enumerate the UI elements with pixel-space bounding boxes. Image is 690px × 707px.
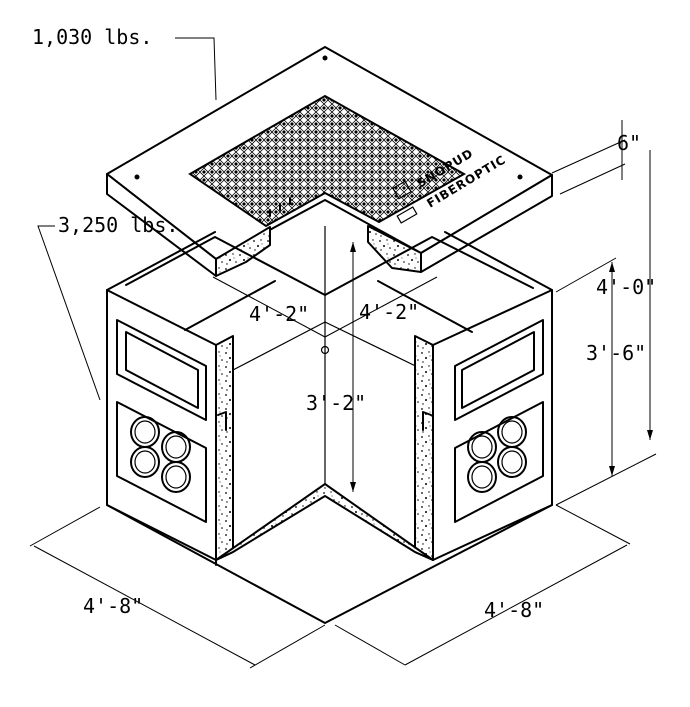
arrow-icon xyxy=(647,430,653,440)
conduit-icon xyxy=(130,446,160,478)
left-wall-hook xyxy=(217,411,227,431)
right-conduits xyxy=(467,416,527,493)
lid-handle-slot xyxy=(396,206,418,224)
outer-center-ext-line-2 xyxy=(334,624,406,666)
body-weight-leader xyxy=(37,225,101,401)
outer-right-ext-line xyxy=(555,504,631,545)
left-upper-window-inner xyxy=(125,331,199,409)
body-top-right-edge xyxy=(444,231,553,291)
body-top-ext-line xyxy=(555,257,617,293)
right-rail xyxy=(377,280,473,333)
arrow-icon xyxy=(609,466,615,476)
left-wall-cut xyxy=(215,335,234,561)
body-right-face xyxy=(432,289,553,561)
body-weight-label: 3,250 lbs. xyxy=(58,213,178,237)
lid-lock-icon xyxy=(392,180,412,200)
outer-width-left-label: 4'-8" xyxy=(83,594,143,618)
left-conduits xyxy=(130,416,191,493)
outer-width-left-dim xyxy=(33,545,256,666)
body-height-label: 3'-6" xyxy=(586,341,646,365)
inner-width-right-dim xyxy=(324,276,438,338)
body-bottom-edge xyxy=(106,504,553,624)
lid-thk-ext-top xyxy=(551,139,626,174)
conduit-icon xyxy=(497,446,527,478)
inner-width-left-label: 4'-2" xyxy=(249,302,309,326)
arrow-icon xyxy=(609,262,615,272)
arrow-icon xyxy=(350,242,356,252)
arrow-icon xyxy=(350,482,356,492)
left-rail xyxy=(184,280,276,331)
bottom-ext-line xyxy=(555,453,657,506)
labels: 1,030 lbs. 3,250 lbs. 6" 4'-0" 3'-6" 3'-… xyxy=(32,25,656,622)
lid-thickness-label: 6" xyxy=(617,131,641,155)
interior-depth-label: 3'-2" xyxy=(306,391,366,415)
floor-cut xyxy=(215,483,434,561)
lid-thk-ext-bottom xyxy=(559,163,626,195)
conduit-icon xyxy=(161,461,191,493)
left-knockout-panel xyxy=(116,319,207,523)
right-upper-window xyxy=(454,319,544,421)
body-top-left-edge xyxy=(106,231,216,291)
outer-width-right-dim xyxy=(404,544,628,666)
conduit-icon xyxy=(467,461,497,493)
interior-mid-line xyxy=(232,321,433,375)
lid: SNOPUD FIBEROPTIC xyxy=(106,46,553,277)
lid-right-cut xyxy=(367,225,422,273)
right-wall-hook xyxy=(422,411,432,431)
bolt-hole-icon xyxy=(134,174,140,180)
lid-hinges xyxy=(269,197,291,217)
bolt-hole-icon xyxy=(517,174,523,180)
lid-weight-label: 1,030 lbs. xyxy=(32,25,152,49)
left-upper-window xyxy=(116,319,207,421)
floor-drain-icon xyxy=(320,345,330,355)
right-upper-window-inner xyxy=(461,331,535,409)
inner-width-right-label: 4'-2" xyxy=(359,300,419,324)
right-wall-cut xyxy=(414,335,434,561)
dimensions xyxy=(29,37,657,669)
lid-weight-leader xyxy=(175,37,217,101)
right-knockout-panel xyxy=(454,319,544,523)
overall-height-label: 4'-0" xyxy=(596,275,656,299)
outer-left-ext-line xyxy=(29,506,101,547)
bolt-hole-icon xyxy=(322,55,328,61)
outer-width-right-label: 4'-8" xyxy=(484,598,544,622)
inner-width-left-dim xyxy=(212,276,326,338)
outer-center-ext-line xyxy=(249,624,326,669)
